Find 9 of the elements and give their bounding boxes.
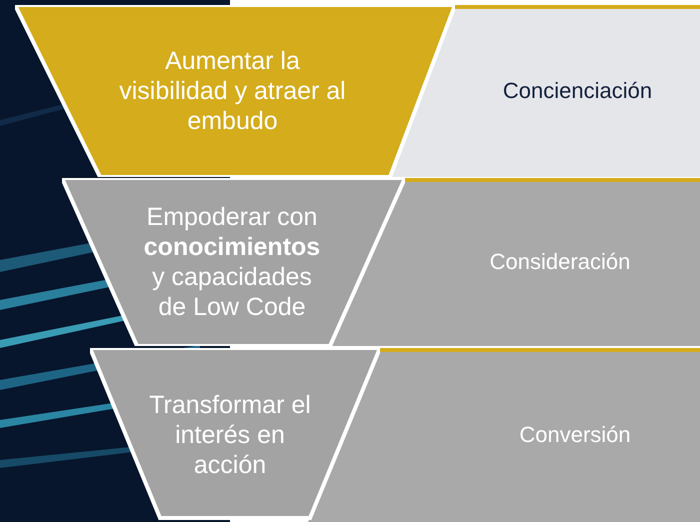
- funnel-segment: [90, 348, 380, 522]
- segment-text: Empoderar con conocimientos y capacidades de Low Code: [142, 202, 322, 322]
- segment-text: Aumentar la visibilidad y atraer al embudo: [118, 46, 347, 136]
- stage-label: Concienciación: [502, 78, 652, 104]
- funnel-segment: [62, 178, 405, 346]
- segment-text: Transformar el interés en acción: [148, 390, 312, 480]
- stage-label: Consideración: [490, 248, 630, 276]
- stage-label: Conversión: [519, 422, 631, 448]
- funnel-segment: [15, 5, 455, 177]
